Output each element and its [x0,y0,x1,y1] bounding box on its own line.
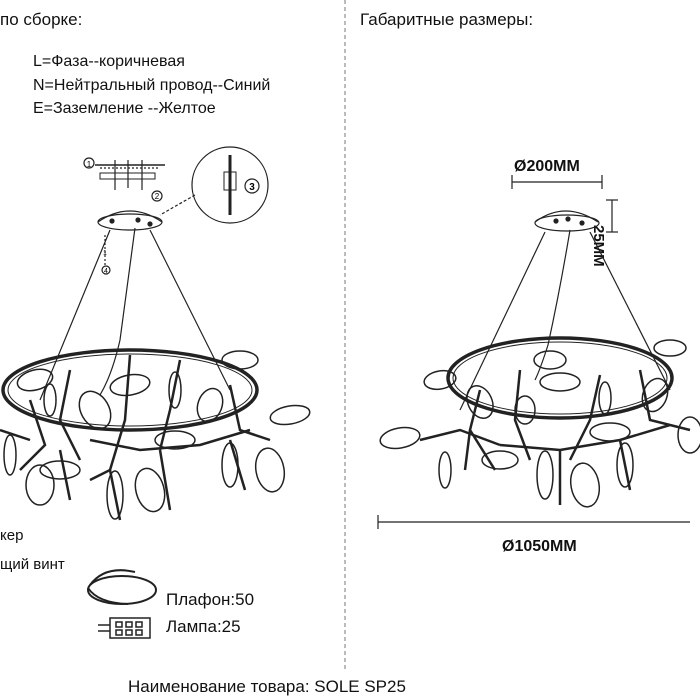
lamp-count-label: Лампа:25 [166,617,241,636]
wiring-ground: E=Заземление --Желтое [33,100,216,117]
canopy-dimension-line [511,175,603,189]
detail-callout [159,146,269,224]
branches [0,354,271,521]
leaf-shades [379,339,700,508]
overall-dimension-line [377,515,690,529]
assembly-drawing: 1 2 3 1 4 [0,146,311,639]
wiring-phase: L=Фаза--коричневая [33,53,185,70]
shade-icon [87,569,157,605]
note-2: щий винт [0,556,65,573]
leaf-shades [3,350,311,520]
dimensions-heading: Габаритные размеры: [360,10,534,29]
small-number-1: 1 [103,250,107,257]
canopy [534,210,600,232]
assembly-heading: по сборке: [0,10,83,29]
bracket-number-2: 2 [155,192,160,201]
bracket-number-1: 1 [87,160,92,169]
lamp-icon [98,617,151,639]
wiring-neutral: N=Нейтральный провод--Синий [33,77,271,94]
shade-count-label: Плафон:50 [166,590,255,609]
main-ring [446,336,674,420]
main-ring [1,348,259,432]
callout-number-3: 3 [249,182,255,193]
ceiling-bracket [83,157,165,202]
overall-diameter-label: Ø1050MM [502,538,577,555]
canopy-diameter-label: Ø200MM [514,158,580,175]
branches [419,369,691,505]
height-dimension-line [606,199,618,233]
small-number-4: 4 [104,268,108,275]
product-name: Наименование товара: SOLE SP25 [128,677,406,696]
canopy [97,210,163,231]
note-1: кер [0,527,24,544]
